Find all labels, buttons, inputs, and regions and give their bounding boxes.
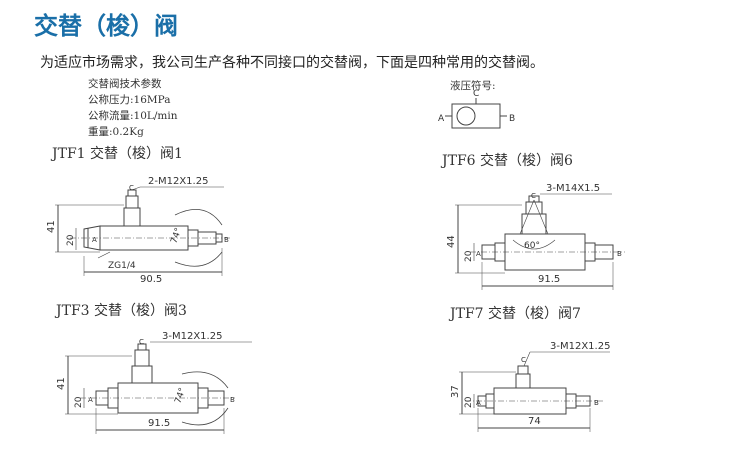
jtf1-height: 41 bbox=[46, 220, 57, 233]
jtf7-length: 74 bbox=[528, 416, 541, 427]
jtf1-drawing bbox=[55, 186, 230, 276]
jtf6-label: JTF6 交替（梭）阀6 bbox=[442, 153, 573, 169]
jtf6-port-b: B bbox=[617, 250, 622, 258]
jtf3-angle: 74° bbox=[173, 387, 188, 405]
jtf1-port-dia: 20 bbox=[66, 234, 76, 246]
jtf1-length: 90.5 bbox=[140, 274, 162, 285]
jtf3-port-dia: 20 bbox=[74, 396, 84, 408]
jtf6-thread: 3-M14X1.5 bbox=[546, 183, 600, 194]
symbol-port-b: B bbox=[509, 114, 515, 124]
jtf6-port-dia: 20 bbox=[464, 250, 474, 262]
spec-pressure: 公称压力:16MPa bbox=[88, 94, 171, 106]
jtf6-port-a: A bbox=[476, 250, 481, 258]
jtf3-drawing bbox=[65, 341, 252, 434]
spec-weight: 重量:0.2Kg bbox=[88, 126, 144, 138]
jtf7-thread: 3-M12X1.25 bbox=[550, 341, 610, 352]
jtf6-angle: 60° bbox=[524, 241, 540, 251]
jtf3-port-a: A bbox=[88, 396, 93, 404]
jtf6-height: 44 bbox=[446, 235, 457, 248]
jtf1-port-c: C bbox=[129, 184, 134, 192]
spec-heading: 交替阀技术参数 bbox=[88, 78, 162, 90]
jtf6-port-c: C bbox=[531, 192, 536, 200]
jtf1-zg: ZG1/4 bbox=[108, 261, 136, 271]
jtf6-length: 91.5 bbox=[538, 274, 560, 285]
symbol-label: 液压符号: bbox=[450, 80, 496, 92]
jtf7-port-c: C bbox=[521, 356, 526, 364]
jtf7-height: 37 bbox=[450, 385, 461, 398]
jtf3-port-c: C bbox=[139, 338, 144, 346]
jtf6-drawing bbox=[455, 193, 625, 290]
jtf1-thread: 2-M12X1.25 bbox=[148, 176, 208, 187]
jtf7-port-dia: 20 bbox=[464, 396, 474, 408]
jtf3-height: 41 bbox=[56, 377, 67, 390]
jtf3-length: 91.5 bbox=[148, 418, 170, 429]
spec-flow: 公称流量:10L/min bbox=[88, 110, 178, 122]
jtf1-port-b: B bbox=[224, 236, 229, 244]
jtf7-label: JTF7 交替（梭）阀7 bbox=[450, 306, 581, 322]
jtf7-port-b: B bbox=[594, 399, 599, 407]
jtf3-thread: 3-M12X1.25 bbox=[162, 331, 222, 342]
jtf7-port-a: A bbox=[476, 399, 481, 407]
jtf3-port-b: B bbox=[230, 396, 235, 404]
jtf3-label: JTF3 交替（梭）阀3 bbox=[56, 303, 187, 319]
jtf7-drawing bbox=[459, 351, 610, 432]
jtf1-port-a: A bbox=[92, 236, 97, 244]
hydraulic-symbol bbox=[445, 98, 507, 129]
jtf1-angle: 74° bbox=[169, 227, 184, 245]
intro-text: 为适应市场需求，我公司生产各种不同接口的交替阀，下面是四种常用的交替阀。 bbox=[40, 55, 544, 71]
page-title: 交替（梭）阀 bbox=[34, 12, 178, 40]
symbol-port-c: C bbox=[473, 89, 479, 99]
jtf1-label: JTF1 交替（梭）阀1 bbox=[52, 146, 183, 162]
symbol-port-a: A bbox=[438, 114, 445, 124]
